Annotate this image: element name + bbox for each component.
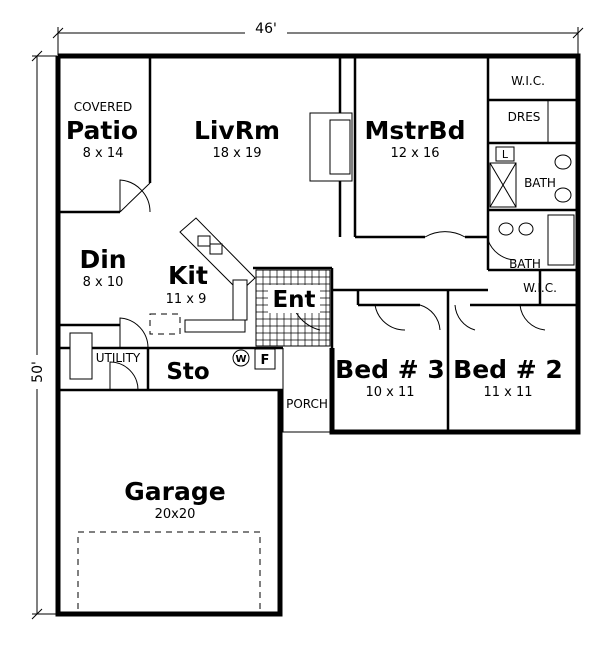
porch-label: PORCH (286, 397, 328, 411)
washer-label: W (235, 354, 246, 365)
livrm-size: 18 x 19 (212, 146, 261, 161)
covered-label: COVERED (74, 100, 133, 114)
mstrbd-label: MstrBd (365, 116, 466, 145)
bath-master-label: BATH (524, 176, 556, 190)
mstrbd-size: 12 x 16 (390, 146, 439, 161)
doors (109, 179, 546, 391)
depth-label: 50' (30, 361, 46, 383)
patio-label: Patio (66, 116, 138, 145)
wic-master-label: W.I.C. (511, 74, 545, 88)
dres-label: DRES (508, 110, 541, 124)
linen-label: L (502, 148, 509, 161)
bath-fixtures (489, 154, 575, 266)
livrm-label: LivRm (194, 116, 280, 145)
bed2-label: Bed # 2 (453, 355, 563, 384)
ent-label: Ent (272, 287, 315, 313)
linen-closet (495, 146, 515, 162)
width-label: 46' (255, 21, 277, 37)
wic-hall-label: W.I.C. (523, 281, 557, 295)
washer-icon (232, 349, 250, 367)
furnace-box (254, 348, 276, 370)
furnace-label: F (261, 353, 270, 368)
bed3-size: 10 x 11 (365, 385, 414, 400)
utility-label: UTILITY (96, 351, 141, 365)
din-label: Din (79, 245, 126, 274)
interior-walls (58, 56, 578, 432)
garage-door (77, 531, 261, 615)
garage-label: Garage (124, 477, 225, 506)
dimension-depth: 50' (28, 50, 58, 620)
garage-size: 20x20 (155, 507, 196, 522)
kitchen-counters (149, 217, 256, 335)
sto-label: Sto (166, 359, 209, 385)
kit-size: 11 x 9 (166, 292, 207, 307)
din-size: 8 x 10 (83, 275, 124, 290)
kit-label: Kit (168, 261, 208, 290)
bed3-label: Bed # 3 (335, 355, 445, 384)
bath-hall-label: BATH (509, 257, 541, 271)
bed2-size: 11 x 11 (483, 385, 532, 400)
dimension-width: 46' (52, 21, 584, 55)
patio-size: 8 x 14 (83, 146, 124, 161)
